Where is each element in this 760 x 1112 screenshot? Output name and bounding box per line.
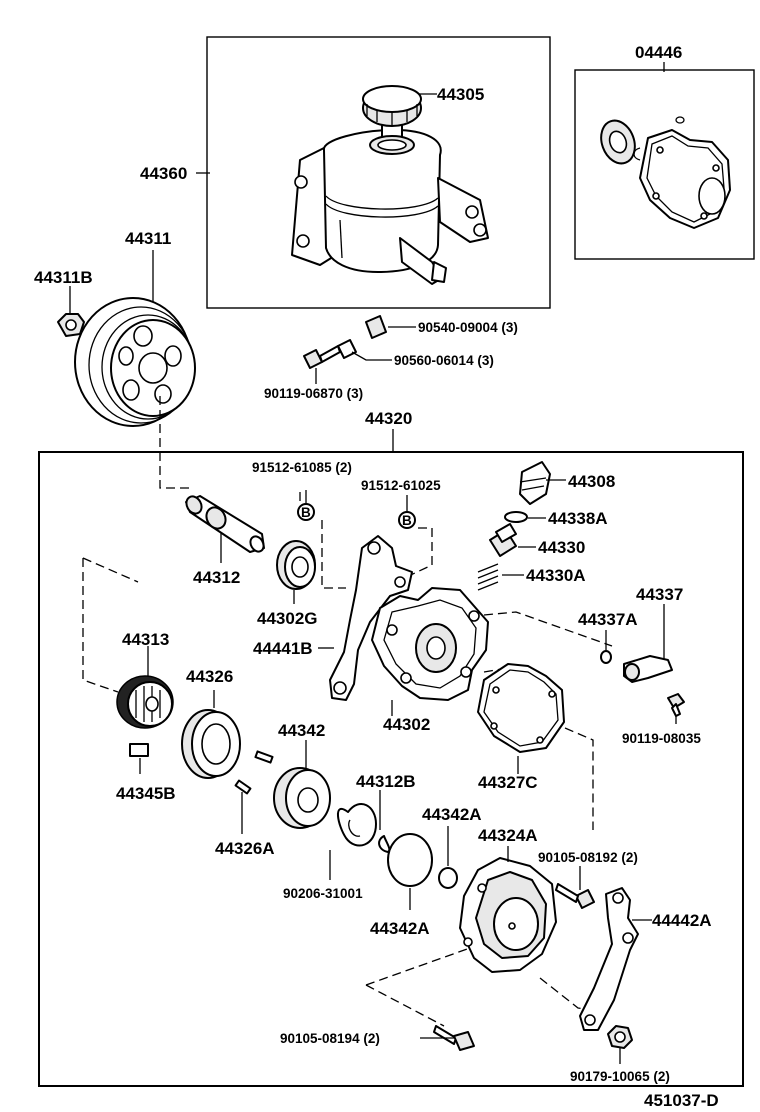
reservoir-tank bbox=[291, 129, 489, 285]
label-44312: 44312 bbox=[193, 568, 240, 587]
label-44324A: 44324A bbox=[478, 826, 538, 845]
snap-ring bbox=[337, 803, 377, 847]
pin-2 bbox=[234, 779, 252, 795]
pulley bbox=[74, 297, 196, 427]
o-ring-small bbox=[438, 867, 458, 889]
label-44308: 44308 bbox=[568, 472, 615, 491]
pump-shaft bbox=[185, 495, 265, 553]
pressure-plate bbox=[273, 767, 331, 829]
label-90179-10065: 90179-10065 (2) bbox=[570, 1069, 670, 1084]
bearing bbox=[276, 540, 316, 590]
valve-spring bbox=[477, 563, 499, 591]
rotor bbox=[116, 675, 174, 729]
bolt-90105-a bbox=[555, 883, 595, 909]
label-44441B: 44441B bbox=[253, 639, 313, 658]
collar bbox=[365, 315, 387, 339]
label-91512-61025: 91512-61025 bbox=[361, 478, 441, 493]
front-housing bbox=[371, 587, 489, 701]
label-44360: 44360 bbox=[140, 164, 187, 183]
label-44342A-lower: 44342A bbox=[370, 919, 430, 938]
label-44330A: 44330A bbox=[526, 566, 586, 585]
svg-text:B: B bbox=[402, 513, 412, 528]
o-ring-44337A bbox=[600, 650, 612, 664]
o-ring-large bbox=[387, 833, 433, 887]
label-44330: 44330 bbox=[538, 538, 585, 557]
label-44305: 44305 bbox=[437, 85, 484, 104]
label-44320: 44320 bbox=[365, 409, 412, 428]
label-44337: 44337 bbox=[636, 585, 683, 604]
spacer bbox=[337, 339, 357, 359]
label-90119-08035: 90119-08035 bbox=[622, 731, 701, 746]
diagram-id: 451037-D bbox=[644, 1091, 719, 1110]
label-44345B: 44345B bbox=[116, 784, 176, 803]
label-90560: 90560-06014 (3) bbox=[394, 353, 494, 368]
rear-bracket bbox=[579, 887, 639, 1031]
label-44342: 44342 bbox=[278, 721, 325, 740]
label-90105-08192: 90105-08192 (2) bbox=[538, 850, 638, 865]
pump-assembly-frame bbox=[38, 451, 744, 1087]
pulley-nut bbox=[57, 313, 85, 337]
o-ring-44338A bbox=[504, 511, 528, 523]
label-90206: 90206-31001 bbox=[283, 886, 363, 901]
kit-contents bbox=[600, 116, 731, 229]
bolt-marker-b-2: B bbox=[398, 511, 416, 529]
label-44442A: 44442A bbox=[652, 911, 712, 930]
union-fitting bbox=[519, 461, 551, 505]
svg-text:B: B bbox=[301, 505, 311, 520]
cam-ring bbox=[181, 709, 241, 779]
seal-ring-44312B bbox=[378, 835, 391, 853]
label-44302: 44302 bbox=[383, 715, 430, 734]
label-90540: 90540-09004 (3) bbox=[418, 320, 518, 335]
label-90105-08194: 90105-08194 (2) bbox=[280, 1031, 380, 1046]
label-44326: 44326 bbox=[186, 667, 233, 686]
vane bbox=[129, 743, 149, 757]
label-44311: 44311 bbox=[125, 229, 171, 248]
label-91512-61085: 91512-61085 (2) bbox=[252, 460, 352, 475]
label-44337A: 44337A bbox=[578, 610, 638, 629]
bolt-90105-b bbox=[433, 1025, 475, 1051]
nut-90179 bbox=[607, 1025, 633, 1049]
label-44338A: 44338A bbox=[548, 509, 608, 528]
rear-housing bbox=[459, 857, 557, 973]
label-44311B: 44311B bbox=[34, 268, 93, 287]
pressure-switch bbox=[623, 655, 673, 683]
label-44342A-upper: 44342A bbox=[422, 805, 482, 824]
label-44313: 44313 bbox=[122, 630, 169, 649]
kit-number-label: 04446 bbox=[635, 43, 682, 62]
label-44326A: 44326A bbox=[215, 839, 275, 858]
label-44312B: 44312B bbox=[356, 772, 416, 791]
label-90119-06870: 90119-06870 (3) bbox=[264, 386, 363, 401]
bolt-marker-b-1: B bbox=[297, 503, 315, 521]
reservoir-cap bbox=[362, 85, 422, 155]
bolt-90119-a bbox=[303, 345, 341, 369]
flow-control-valve bbox=[489, 523, 517, 557]
pin-1 bbox=[254, 750, 274, 764]
bolt-90119-b bbox=[667, 693, 685, 717]
label-44327C: 44327C bbox=[478, 773, 538, 792]
label-44302G: 44302G bbox=[257, 609, 318, 628]
front-bracket bbox=[329, 535, 413, 701]
housing-gasket bbox=[477, 663, 565, 753]
